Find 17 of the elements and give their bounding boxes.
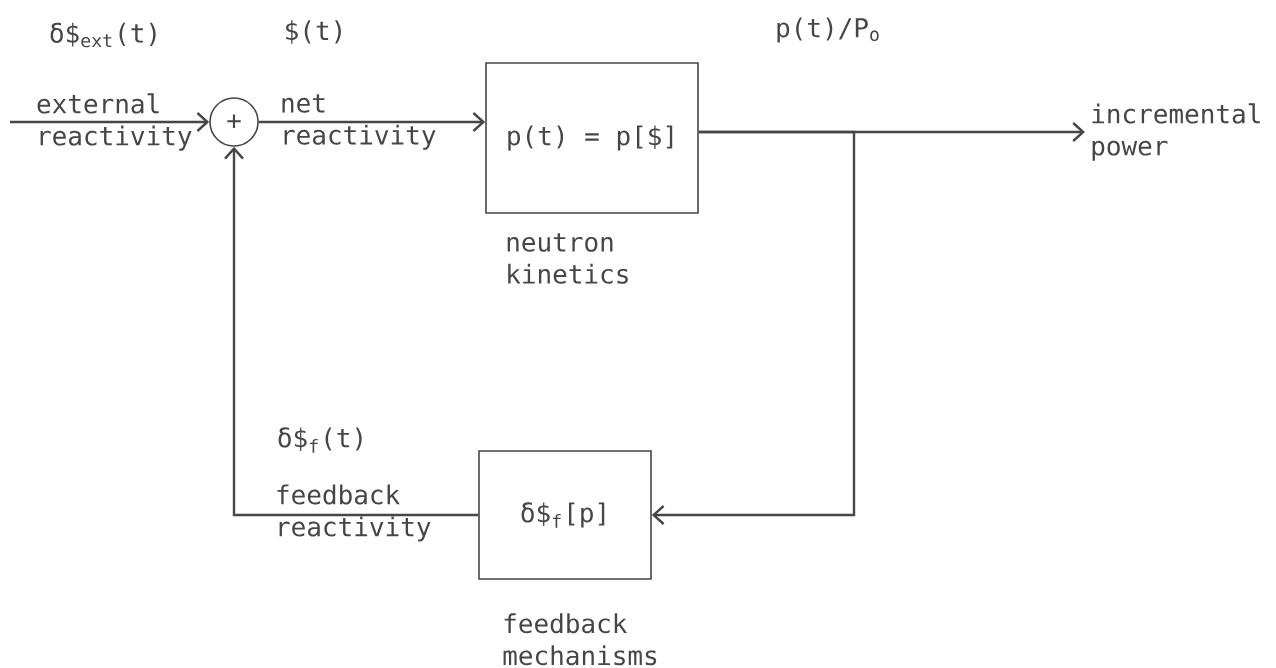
process-box: p(t) = p[$]: [485, 62, 699, 214]
signal-label: δ$$_{f}$(t): [278, 427, 362, 453]
arrow: [258, 112, 486, 132]
arrow: [10, 112, 210, 132]
box-caption: feedback mechanisms: [503, 613, 657, 666]
box-caption: neutron kinetics: [507, 233, 628, 284]
signal-label: p(t)/P$_{o}$: [777, 17, 879, 43]
edge-label: external reactivity: [37, 93, 192, 151]
edge-label: net reactivity: [282, 94, 436, 150]
arrow: [224, 146, 479, 517]
edge-label: feedback reactivity: [277, 484, 431, 542]
output-label: incremental power: [1092, 103, 1260, 161]
summing-junction: +: [209, 97, 259, 147]
signal-label: δ$$_{ext}$(t): [50, 22, 156, 48]
signal-label: $(t): [286, 20, 341, 44]
arrow: [651, 130, 856, 525]
process-box: δ$$_{f}$[p]: [478, 450, 652, 580]
